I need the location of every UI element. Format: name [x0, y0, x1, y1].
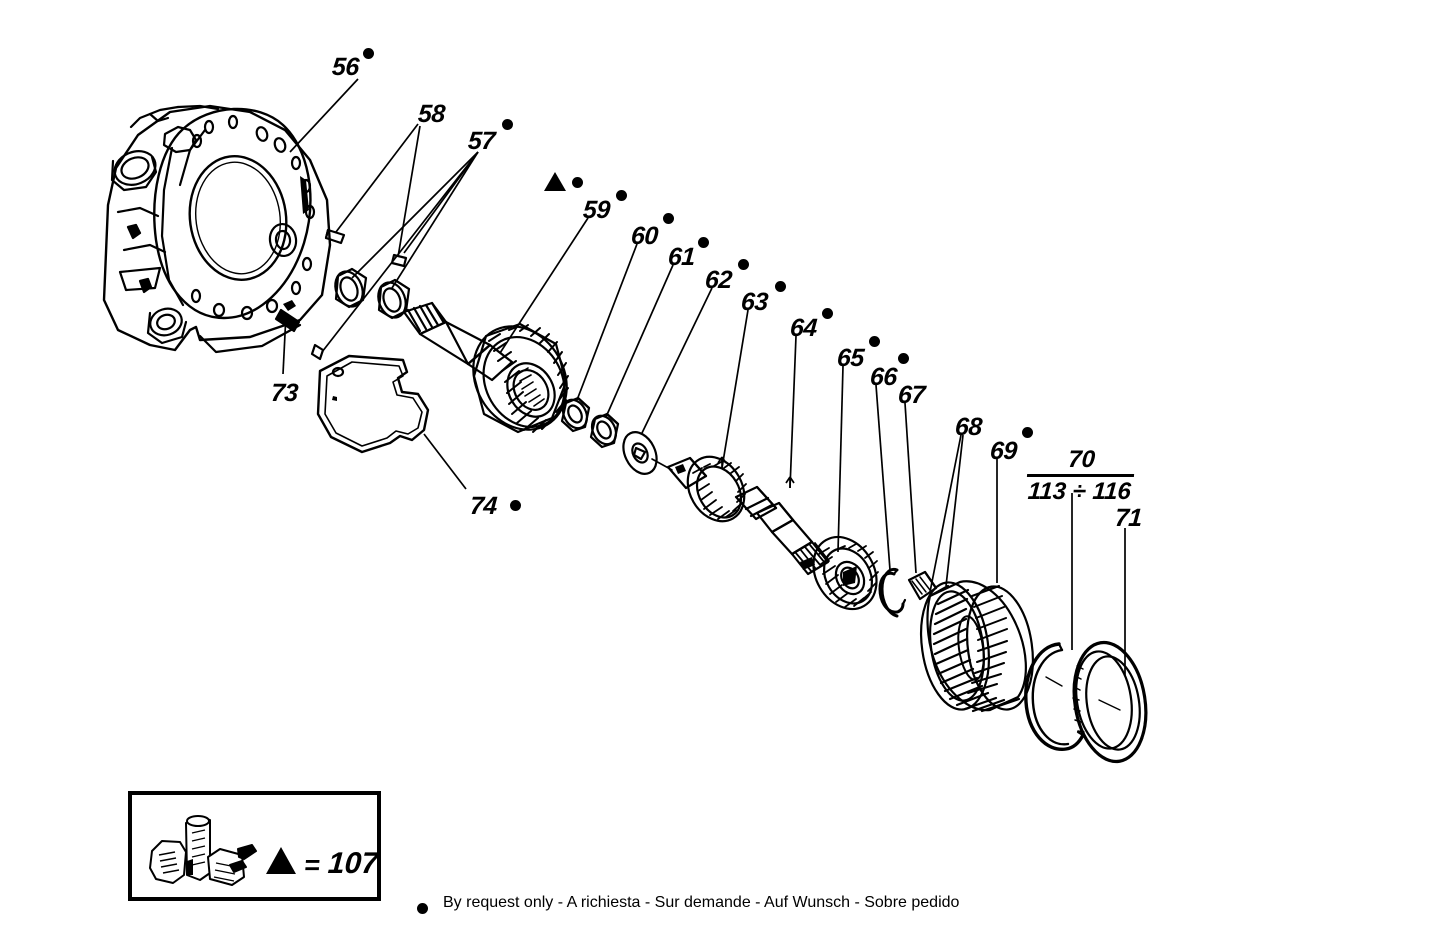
- part-snap-ring-70: [1024, 642, 1085, 751]
- callout-71: 71: [1114, 504, 1143, 532]
- part-gear-65: [812, 535, 879, 611]
- legend-box: = 107: [128, 791, 381, 901]
- part-dowel-pin-73: [274, 308, 301, 333]
- callout-65: 65: [836, 344, 865, 372]
- callout-74: 74: [469, 492, 498, 520]
- callout-64: 64: [789, 314, 818, 342]
- part-bearing-57a: [334, 267, 368, 309]
- part-snap-ring-66: [878, 567, 907, 618]
- callout-67: 67: [897, 381, 926, 409]
- sealant-tubes-icon: [149, 815, 257, 886]
- callout-58: 58: [417, 100, 446, 128]
- fraction-denominator: 113 ÷ 116: [1026, 478, 1132, 506]
- callout-59: 59: [582, 196, 611, 224]
- part-bell-housing: [102, 104, 332, 354]
- leader-lines: [282, 78, 1126, 676]
- part-counter-shaft-63: [666, 455, 830, 576]
- footer-bullet-icon: [417, 903, 428, 914]
- callout-57-dot: [502, 119, 513, 130]
- part-thrust-washer-62: [622, 431, 658, 475]
- legend-inner: = 107: [132, 795, 380, 897]
- callout-74-dot: [510, 500, 521, 511]
- part-synchronizer-hub-68: [920, 580, 1034, 713]
- callout-66: 66: [869, 363, 898, 391]
- callout-70-fraction: 70 113 ÷ 116: [1025, 446, 1136, 506]
- callout-64-dot: [822, 308, 833, 319]
- legend-value: 107: [326, 847, 380, 880]
- callout-62: 62: [704, 266, 733, 294]
- fraction-numerator: 70: [1067, 446, 1096, 473]
- legend-equals-sign: =: [302, 850, 321, 880]
- callout-60: 60: [630, 222, 659, 250]
- callout-63-dot: [775, 281, 786, 292]
- callout-56: 56: [331, 53, 360, 81]
- part-pin-58b: [310, 343, 325, 361]
- legend-triangle-icon: [266, 847, 296, 874]
- callout-73: 73: [270, 379, 299, 407]
- callout-61: 61: [667, 243, 696, 271]
- callout-62-dot: [738, 259, 749, 270]
- part-thrust-ring-71: [1072, 640, 1148, 764]
- callout-63: 63: [740, 288, 769, 316]
- callout-66-dot: [898, 353, 909, 364]
- callout-61-dot: [698, 237, 709, 248]
- callout-65-dot: [869, 336, 880, 347]
- callout-59-dot-b: [616, 190, 627, 201]
- callout-57: 57: [467, 127, 496, 155]
- callout-68: 68: [954, 413, 983, 441]
- callout-69-dot: [1022, 427, 1033, 438]
- callout-60-dot: [663, 213, 674, 224]
- part-bearing-61: [589, 412, 620, 449]
- part-shield-plate-74: [316, 354, 430, 454]
- callout-59-dot: [572, 177, 583, 188]
- part-input-shaft-59: [402, 301, 569, 434]
- fraction-bar: [1026, 474, 1135, 478]
- callout-59-triangle-icon: [544, 172, 566, 191]
- callout-56-dot: [363, 48, 374, 59]
- callout-69: 69: [989, 437, 1018, 465]
- footer-note: By request only - A richiesta - Sur dema…: [443, 894, 960, 911]
- part-pin-58a: [324, 228, 346, 245]
